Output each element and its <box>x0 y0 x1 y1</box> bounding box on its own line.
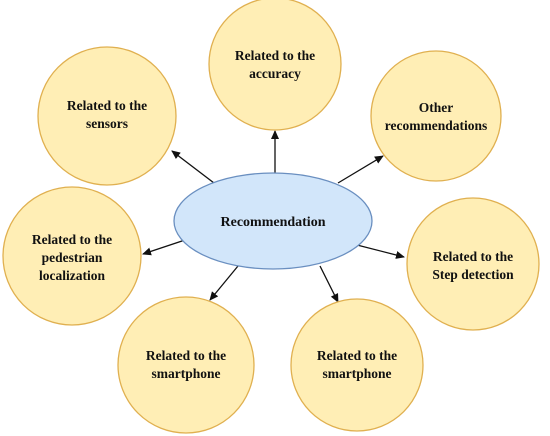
node-pedestrian-line3: localization <box>39 268 105 283</box>
center-node-label: Recommendation <box>221 215 326 230</box>
node-smartphone-right-line2: smartphone <box>322 366 391 381</box>
node-accuracy-line1: Related to the <box>235 48 315 63</box>
node-smartphone-left: Related to the smartphone <box>117 296 255 434</box>
node-step-detection: Related to the Step detection <box>406 197 540 331</box>
node-accuracy-line2: accuracy <box>249 66 301 81</box>
center-node: Recommendation <box>173 172 373 270</box>
node-other-line2: recommendations <box>385 118 488 133</box>
arrow-to-smartphone-left <box>209 265 239 301</box>
node-pedestrian-line1: Related to the <box>32 232 112 247</box>
arrow-to-step-detection <box>356 244 405 259</box>
node-other: Other recommendations <box>370 50 502 182</box>
node-pedestrian: Related to the pedestrian localization <box>2 186 142 326</box>
node-sensors-line2: sensors <box>86 116 128 131</box>
arrows <box>142 130 405 303</box>
node-smartphone-left-line1: Related to the <box>146 348 226 363</box>
arrow-to-smartphone-right <box>319 265 339 303</box>
arrow-to-sensors <box>171 150 215 184</box>
arrow-to-pedestrian <box>142 239 186 256</box>
node-sensors: Related to the sensors <box>37 46 177 186</box>
node-other-line1: Other <box>419 100 454 115</box>
node-pedestrian-line2: pedestrian <box>42 250 103 265</box>
arrow-to-other <box>337 155 384 184</box>
node-step-detection-line1: Related to the <box>433 249 513 264</box>
node-sensors-line1: Related to the <box>67 98 147 113</box>
node-step-detection-line2: Step detection <box>432 267 514 282</box>
node-smartphone-right-line1: Related to the <box>317 348 397 363</box>
node-smartphone-left-line2: smartphone <box>151 366 220 381</box>
node-accuracy: Related to the accuracy <box>208 0 342 131</box>
node-smartphone-right: Related to the smartphone <box>290 298 424 432</box>
